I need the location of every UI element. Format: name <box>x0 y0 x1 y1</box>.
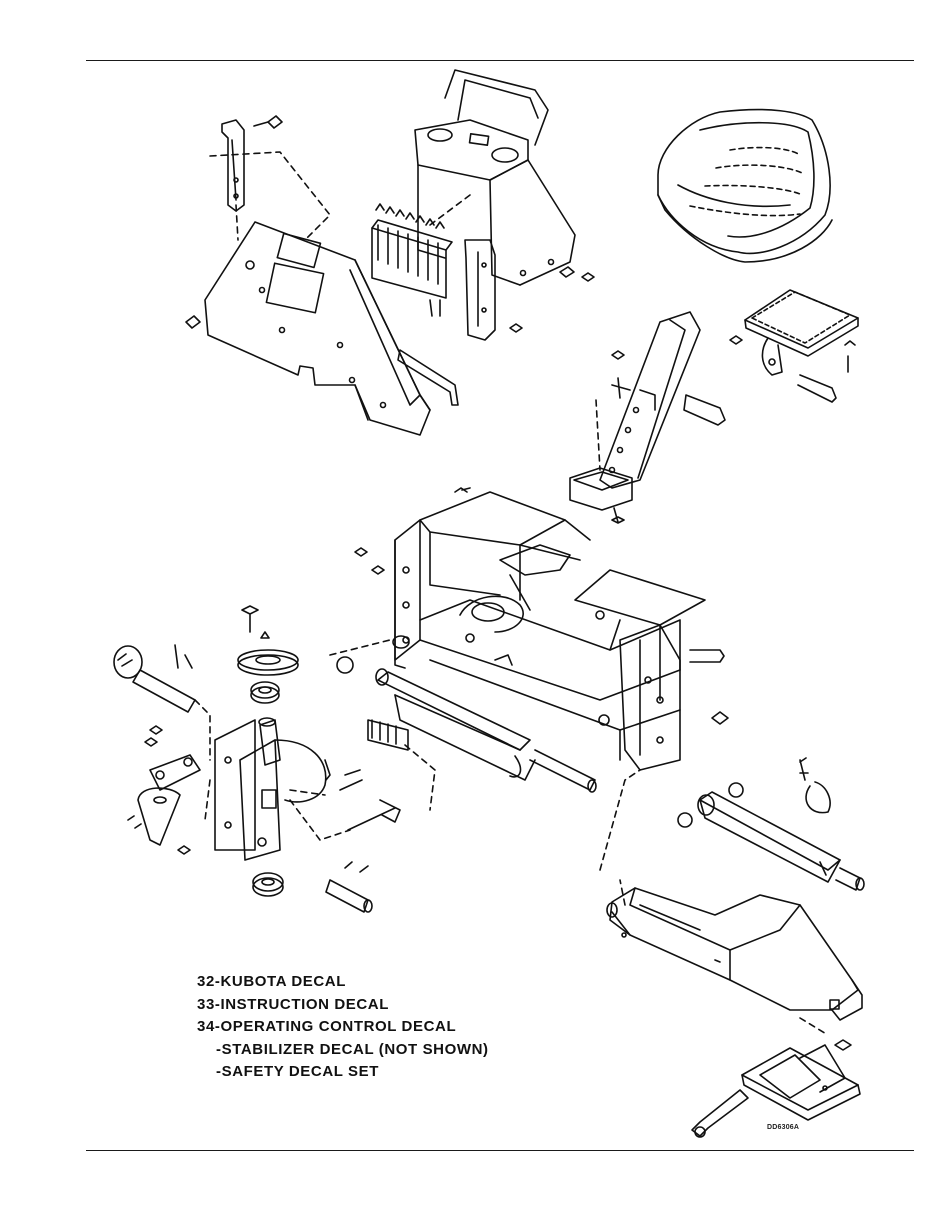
swing-cylinder <box>368 669 596 792</box>
top-rule <box>86 60 914 61</box>
decal-legend: 32-KUBOTA DECAL 33-INSTRUCTION DECAL 34-… <box>197 971 489 1084</box>
drawing-code: DD6306A <box>767 1124 800 1131</box>
legend-item-stabilizer-decal: -STABILIZER DECAL (NOT SHOWN) <box>216 1040 489 1058</box>
legend-item-operating-control-decal: 34-OPERATING CONTROL DECAL <box>197 1018 457 1035</box>
seat <box>658 110 832 262</box>
stabilizer-cylinder <box>678 758 864 890</box>
boom-arm <box>607 888 862 1020</box>
legend-item-safety-decal-set: -SAFETY DECAL SET <box>216 1063 379 1080</box>
bottom-rule <box>86 1150 914 1151</box>
control-valve-bank <box>372 204 522 340</box>
legend-item-kubota-decal: 32-KUBOTA DECAL <box>197 973 347 990</box>
side-panel <box>186 222 458 435</box>
seat-plate <box>730 290 858 402</box>
stabilizer-leg <box>570 312 725 523</box>
legend-item-instruction-decal: 33-INSTRUCTION DECAL <box>197 995 390 1013</box>
mounting-bracket <box>222 116 282 211</box>
valve-housing <box>415 70 594 285</box>
stabilizer-pad <box>692 1040 860 1137</box>
swing-pivot-post <box>114 606 400 912</box>
main-frame <box>337 488 728 770</box>
